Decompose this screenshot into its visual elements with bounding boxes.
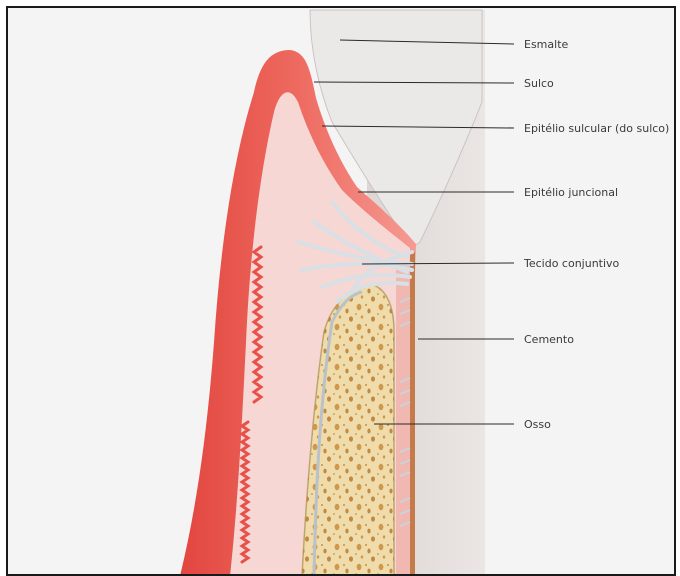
label-bone: Osso <box>524 418 551 431</box>
label-connective-tissue: Tecido conjuntivo <box>523 257 620 270</box>
label-enamel: Esmalte <box>524 38 569 51</box>
label-sulcular-epithelium: Epitélio sulcular (do sulco) <box>524 122 669 135</box>
diagram-frame: Esmalte Sulco Epitélio sulcular (do sulc… <box>6 6 676 576</box>
gingiva-anatomy-diagram: Esmalte Sulco Epitélio sulcular (do sulc… <box>8 8 674 574</box>
label-sulcus: Sulco <box>524 77 554 90</box>
cementum <box>410 252 415 574</box>
label-cementum: Cemento <box>524 333 574 346</box>
label-junctional-epithelium: Epitélio juncional <box>524 186 618 199</box>
